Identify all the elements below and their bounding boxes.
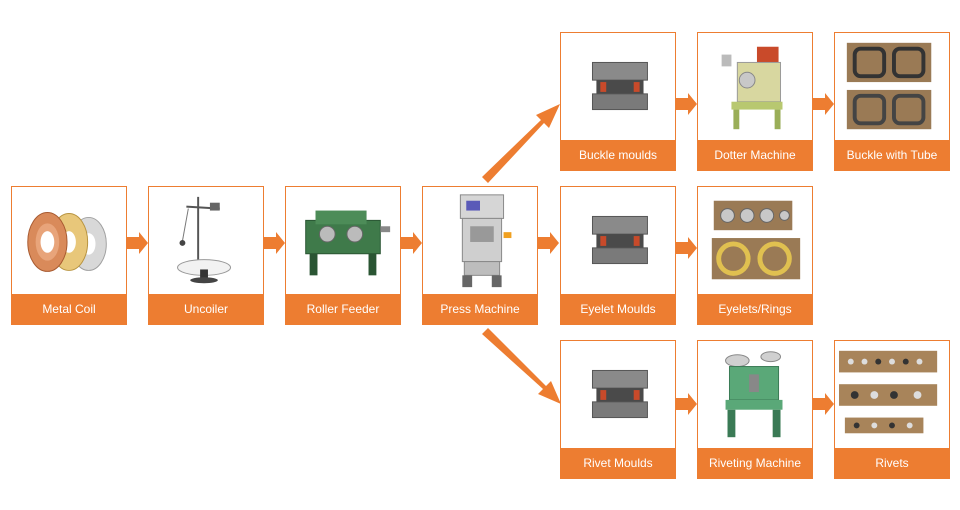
mould-die-image (561, 33, 675, 140)
arrow-dotter-to-buckle (813, 93, 834, 115)
node-label: Metal Coil (12, 294, 126, 324)
arrow-metal-coil-to-uncoiler (127, 232, 148, 254)
node-label: Eyelet Moulds (561, 294, 675, 324)
node-label: Rivet Moulds (561, 448, 675, 478)
node-label: Riveting Machine (698, 448, 812, 478)
node-label: Dotter Machine (698, 140, 812, 170)
node-uncoiler: Uncoiler (148, 186, 264, 325)
arrow-riveting-to-rivets (813, 393, 834, 415)
rivets-image (835, 341, 949, 448)
node-label: Buckle moulds (561, 140, 675, 170)
node-metal-coil: Metal Coil (11, 186, 127, 325)
node-label: Rivets (835, 448, 949, 478)
node-eyelet-moulds: Eyelet Moulds (560, 186, 676, 325)
node-buckle-moulds: Buckle moulds (560, 32, 676, 171)
node-riveting-machine: Riveting Machine (697, 340, 813, 479)
roller-feeder-machine-image (286, 187, 400, 294)
node-roller-feeder: Roller Feeder (285, 186, 401, 325)
node-rivets: Rivets (834, 340, 950, 479)
node-press-machine: Press Machine (422, 186, 538, 325)
node-label: Eyelets/Rings (698, 294, 812, 324)
metal-coil-rolls-image (12, 187, 126, 294)
eyelets-rings-image (698, 187, 812, 294)
riveting-machine-image (698, 341, 812, 448)
arrow-press-to-rivet-moulds (482, 328, 561, 404)
node-label: Buckle with Tube (835, 140, 949, 170)
arrow-roller-feeder-to-press (401, 232, 422, 254)
node-label: Uncoiler (149, 294, 263, 324)
arrow-press-to-eyelet-moulds (537, 232, 559, 254)
mould-die-image (561, 187, 675, 294)
node-label: Press Machine (423, 294, 537, 324)
arrow-eyelet-moulds-to-eyelets (676, 237, 697, 259)
uncoiler-machine-image (149, 187, 263, 294)
press-machine-image (423, 187, 537, 294)
node-dotter-machine: Dotter Machine (697, 32, 813, 171)
node-label: Roller Feeder (286, 294, 400, 324)
node-rivet-moulds: Rivet Moulds (560, 340, 676, 479)
arrow-uncoiler-to-roller-feeder (264, 232, 285, 254)
node-eyelets-rings: Eyelets/Rings (697, 186, 813, 325)
mould-die-image (561, 341, 675, 448)
node-buckle-with-tube: Buckle with Tube (834, 32, 950, 171)
metal-buckles-image (835, 33, 949, 140)
arrow-rivet-moulds-to-riveting (676, 393, 697, 415)
arrow-press-to-buckle-moulds (482, 104, 560, 183)
dotter-machine-image (698, 33, 812, 140)
arrow-buckle-moulds-to-dotter (676, 93, 697, 115)
